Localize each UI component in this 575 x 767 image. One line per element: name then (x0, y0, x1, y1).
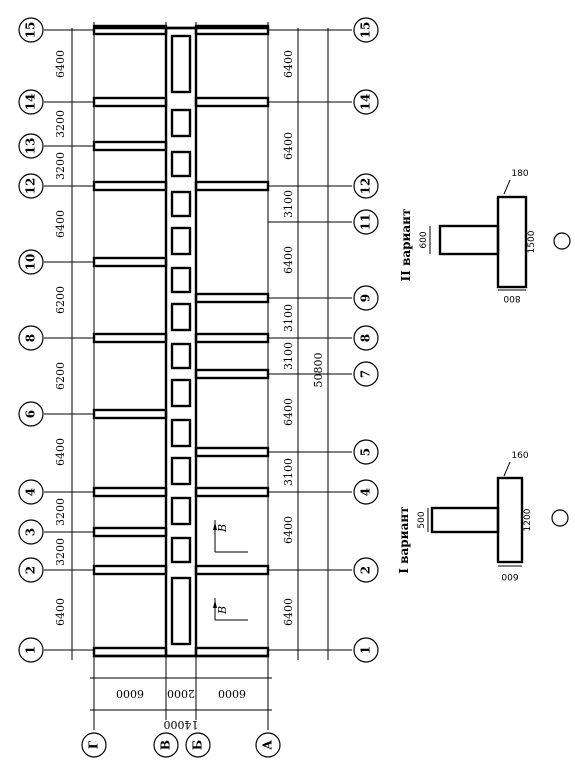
axis-2-left: 2 (24, 566, 38, 574)
variant-1-slope-dim: 160 (511, 451, 528, 461)
axis-2-right: 2 (359, 566, 373, 574)
variant-2-title: II вариант (399, 209, 413, 282)
variant-2-wall-dim: 600 (419, 231, 429, 248)
axis-12-right: 12 (359, 178, 373, 195)
axis-4-left: 4 (24, 488, 38, 496)
left-dim-3-4: 3200 (54, 498, 67, 526)
variant-1-title: I вариант (397, 506, 411, 573)
bottom-dim-g-v: 6000 (116, 687, 144, 700)
axis-14-right: 14 (359, 94, 373, 111)
axis-10-left: 10 (24, 254, 38, 271)
axis-15-right: 15 (359, 22, 373, 39)
right-dim-9-11: 6400 (282, 246, 295, 274)
variant-2-slope-dim: 180 (511, 169, 528, 179)
bottom-axis-bubbles: Г В Б А (81, 732, 281, 758)
left-dim-10-12: 6400 (54, 210, 67, 238)
left-dim-8-10: 6200 (54, 286, 67, 314)
right-dim-1-2: 6400 (282, 598, 295, 626)
variant-1-wall (430, 506, 500, 534)
right-dim-12-14: 6400 (282, 132, 295, 160)
variant-2-footing (496, 195, 528, 289)
axis-12-left: 12 (24, 178, 38, 195)
section-mark-lower: B (213, 598, 248, 621)
variant-2-wall (438, 224, 500, 256)
right-dim-8-9: 3100 (282, 304, 295, 332)
left-axis-bubbles: 15 14 13 12 10 8 6 4 3 2 1 (18, 17, 94, 663)
variant-1-wall-dim: 500 (417, 511, 427, 528)
axis-7-right: 7 (359, 370, 373, 378)
section-label-lower: B (216, 606, 229, 615)
axis-a: А (261, 740, 275, 750)
bottom-dimensions: 6000 2000 6000 14000 (90, 677, 272, 731)
axis-g: Г (87, 740, 101, 749)
right-dim-5-7: 6400 (282, 398, 295, 426)
axis-1-left: 1 (24, 646, 38, 654)
bottom-dim-v-b: 2000 (167, 687, 195, 700)
variant-1-width-dim: 1200 (523, 508, 533, 531)
right-dimensions: 6400 6400 3100 6400 3100 3100 6400 3100 … (282, 28, 325, 660)
axis-8-left: 8 (24, 334, 38, 342)
axis-11-right: 11 (359, 214, 373, 231)
axis-b: Б (191, 740, 205, 750)
left-dimensions: 6400 3200 3200 6400 6200 6200 6400 3200 … (54, 28, 73, 660)
bottom-dim-b-a: 6000 (218, 687, 246, 700)
axis-13-left: 13 (24, 138, 38, 155)
axis-6-left: 6 (24, 410, 38, 418)
axis-4-right: 4 (359, 488, 373, 496)
left-dim-13-14: 3200 (54, 110, 67, 138)
axis-9-right: 9 (359, 294, 373, 302)
overall-length-dim: 50800 (312, 353, 325, 388)
axis-15-left: 15 (24, 22, 38, 39)
right-dim-7-8: 3100 (282, 342, 295, 370)
section-label-upper: B (216, 524, 229, 533)
variant-1-axis-marker (551, 509, 569, 527)
right-dim-11-12: 3100 (282, 190, 295, 218)
axis-v: В (159, 740, 173, 750)
left-dim-1-2: 6400 (54, 598, 67, 626)
variant-1-footing (496, 476, 524, 564)
variant-2-axis-marker (553, 232, 571, 250)
left-dim-6-8: 6200 (54, 362, 67, 390)
section-mark-upper: B (213, 520, 248, 553)
overall-width-dim: 14000 (164, 718, 199, 731)
variant-2-detail: II вариант 600 1500 800 180 (399, 169, 571, 303)
right-dim-2-4: 6400 (282, 516, 295, 544)
right-dim-14-15: 6400 (282, 50, 295, 78)
axis-14-left: 14 (24, 94, 38, 111)
axis-8-right: 8 (359, 334, 373, 342)
axis-3-left: 3 (24, 528, 38, 536)
axis-1-right: 1 (359, 646, 373, 654)
variant-1-detail: I вариант 500 1200 600 160 (397, 451, 569, 581)
right-dim-4-5: 3100 (282, 458, 295, 486)
right-axis-bubbles: 15 14 12 11 9 8 7 5 4 2 1 (268, 17, 379, 663)
corridor-openings (170, 34, 192, 646)
axis-5-right: 5 (359, 448, 373, 456)
variant-1-depth-dim: 600 (501, 571, 518, 581)
variant-2-depth-dim: 800 (503, 293, 520, 303)
left-dim-4-6: 6400 (54, 438, 67, 466)
left-dim-14-15: 6400 (54, 50, 67, 78)
left-dim-2-3: 3200 (54, 538, 67, 566)
left-dim-12-13: 3200 (54, 152, 67, 180)
variant-2-width-dim: 1500 (527, 230, 537, 253)
